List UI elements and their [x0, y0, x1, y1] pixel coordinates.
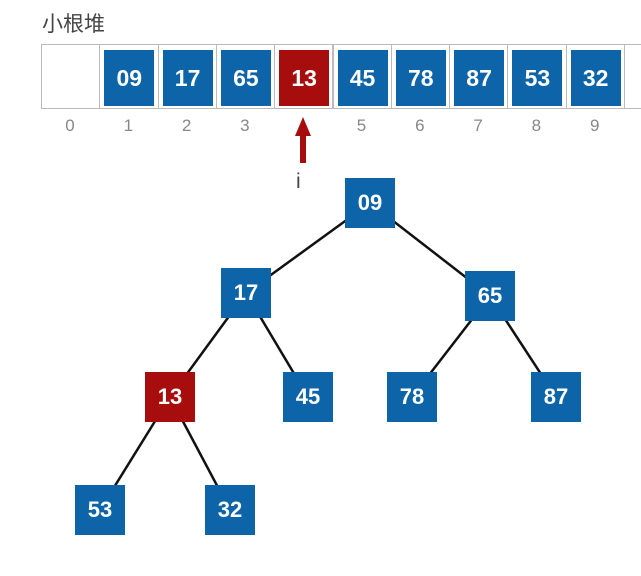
array-cell: 78 — [395, 50, 446, 106]
array-cell: 53 — [512, 50, 563, 106]
array-cell: 17 — [162, 50, 213, 106]
tree-node: 09 — [345, 178, 395, 228]
pointer-arrow-icon — [295, 117, 311, 163]
tree-node: 13 — [145, 372, 195, 422]
array-index: 8 — [531, 116, 542, 135]
tree-node: 32 — [205, 485, 255, 535]
array-index: 3 — [240, 116, 250, 135]
tree-node: 45 — [283, 372, 333, 422]
array-cell: 45 — [337, 50, 388, 106]
array-index: 2 — [181, 116, 192, 135]
tree-node: 78 — [387, 372, 437, 422]
array-index: 0 — [65, 116, 75, 135]
array-cell: 13 — [279, 50, 330, 106]
array-cell: 87 — [454, 50, 505, 106]
array-index: 6 — [415, 116, 425, 135]
array-cell: 65 — [220, 50, 271, 106]
array-index: 1 — [123, 116, 134, 135]
array-index: 5 — [356, 116, 367, 135]
tree-node: 17 — [221, 268, 271, 318]
array-index: 9 — [589, 116, 600, 135]
array-slot — [624, 44, 641, 109]
array-cell: 32 — [570, 50, 621, 106]
heap-title: 小根堆 — [42, 13, 105, 36]
array-index: 7 — [473, 116, 483, 135]
tree-node: 65 — [465, 271, 515, 321]
tree-node: 53 — [75, 485, 125, 535]
tree-node: 87 — [531, 372, 581, 422]
array-cell: 09 — [104, 50, 155, 106]
pointer-label: i — [296, 170, 301, 193]
